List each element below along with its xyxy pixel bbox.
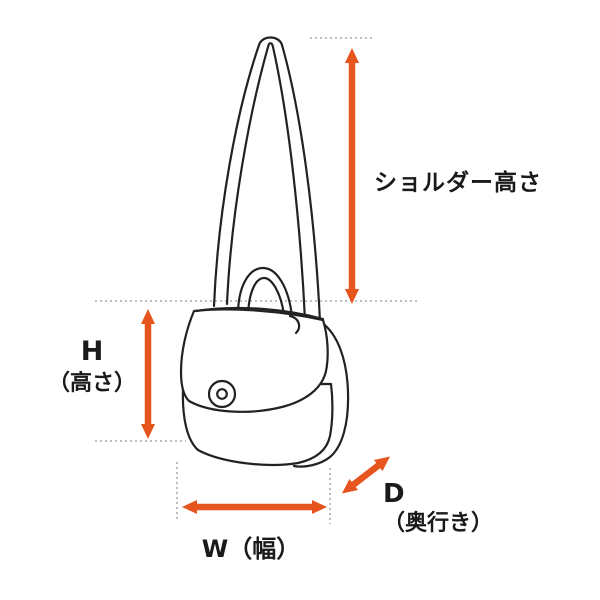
top-handle: [236, 266, 294, 319]
height-symbol: H: [80, 336, 104, 367]
width-label: W（幅）: [201, 535, 301, 563]
dimension-arrows: [141, 48, 391, 514]
depth-arrow: [341, 456, 391, 494]
height-name: （高さ）: [47, 371, 136, 396]
measure-guide-lines: [95, 37, 418, 524]
clasp-icon: [207, 379, 237, 409]
depth-label: D （奥行き）: [383, 479, 493, 539]
bag-gusset: [292, 320, 350, 468]
handle-tab: [288, 314, 301, 335]
shoulder-strap: [212, 36, 322, 324]
height-label: H （高さ）: [28, 336, 156, 400]
depth-symbol: D: [383, 479, 405, 509]
bag-top-rim: [194, 306, 325, 321]
shoulder-height-label: ショルダー高さ: [374, 170, 542, 196]
depth-name: （奥行き）: [383, 511, 494, 536]
bag-drawing: [179, 36, 350, 468]
bag-flap: [179, 308, 329, 413]
